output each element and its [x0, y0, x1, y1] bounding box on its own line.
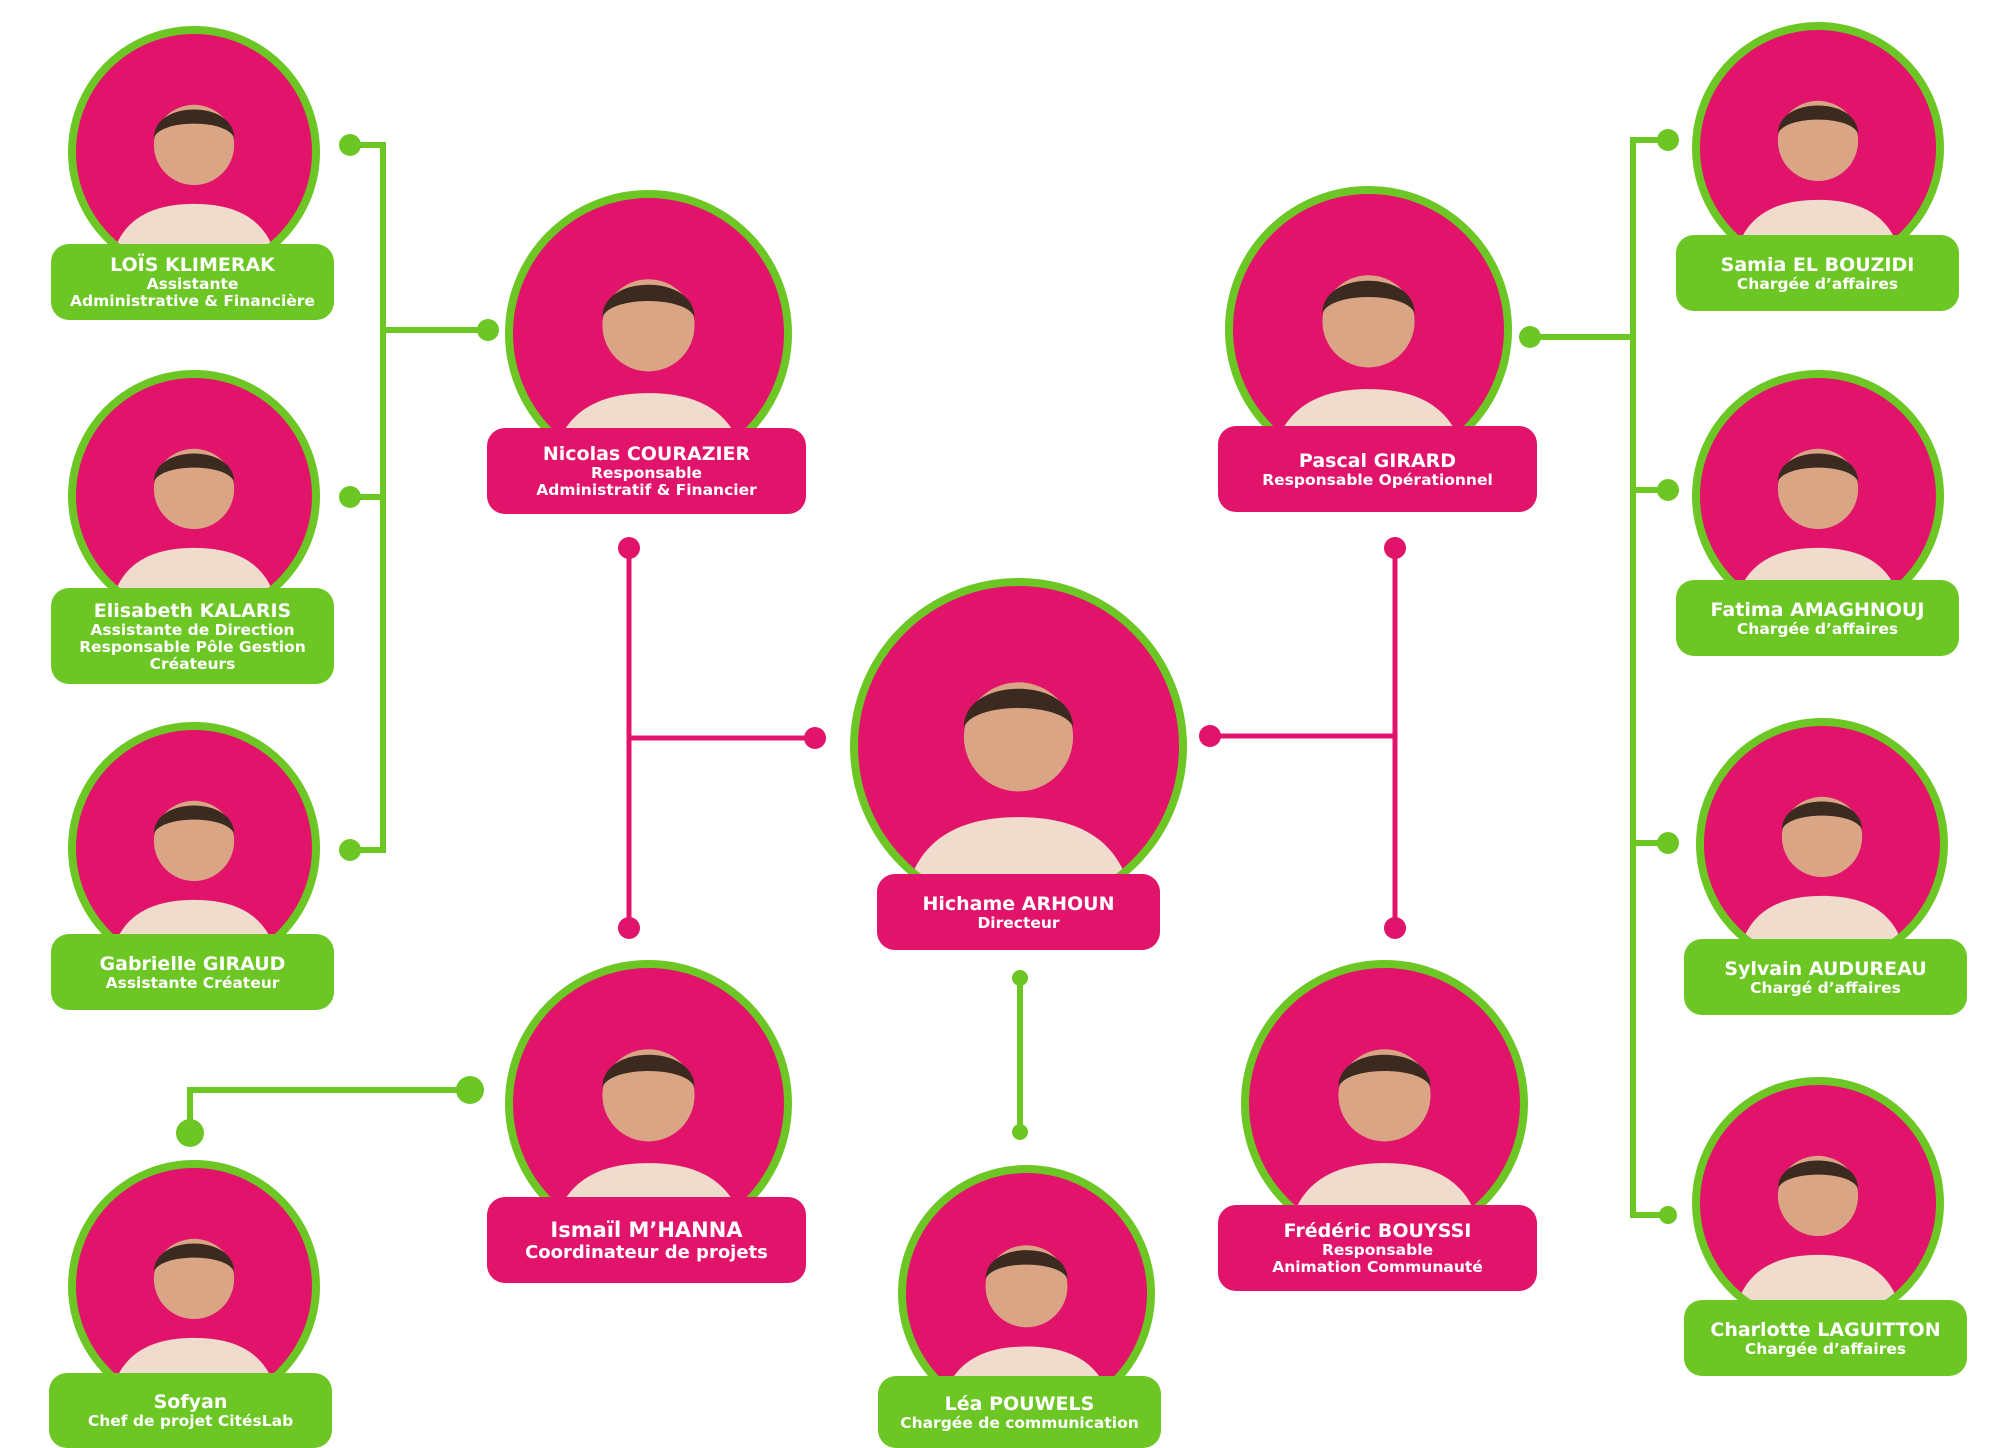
person-role: Créateurs — [149, 654, 236, 673]
person-role: Assistante — [146, 275, 239, 293]
person-icon — [1700, 1085, 1936, 1321]
person-role: Assistante de Direction — [90, 620, 295, 639]
person-role: Chargée d’affaires — [1736, 619, 1899, 638]
person-name: LOÏS KLIMERAK — [110, 254, 275, 276]
person-role: Chargée d’affaires — [1744, 1339, 1907, 1358]
pascal-photo — [1225, 186, 1512, 473]
person-role: Assistante Créateur — [105, 973, 280, 992]
gabrielle-label: Gabrielle GIRAUD Assistante Créateur — [51, 934, 334, 1010]
elisabeth-label: Elisabeth KALARIS Assistante de Directio… — [51, 588, 334, 684]
person-icon — [76, 730, 312, 966]
ismail-label: Ismaïl M’HANNA Coordinateur de projets — [487, 1197, 806, 1283]
person-icon — [76, 1168, 312, 1404]
person-name: Hichame ARHOUN — [922, 892, 1115, 915]
person-role: Animation Communauté — [1272, 1258, 1483, 1276]
person-role: Chargée d’affaires — [1736, 274, 1899, 293]
nicolas-label: Nicolas COURAZIER Responsable Administra… — [487, 428, 806, 514]
lea-label: Léa POUWELS Chargée de communication — [878, 1376, 1161, 1448]
person-role: Chargé d’affaires — [1750, 978, 1901, 997]
samia-label: Samia EL BOUZIDI Chargée d’affaires — [1676, 235, 1959, 311]
pascal-label: Pascal GIRARD Responsable Opérationnel — [1218, 426, 1537, 512]
sylvain-label: Sylvain AUDUREAU Chargé d’affaires — [1684, 939, 1967, 1015]
person-role: Coordinateur de projets — [525, 1242, 768, 1263]
person-role: Chef de projet CitésLab — [87, 1412, 294, 1430]
frederic-photo — [1241, 960, 1528, 1247]
lois-label: LOÏS KLIMERAK Assistante Administrative … — [51, 244, 334, 320]
person-icon — [1249, 968, 1520, 1239]
person-name: Charlotte LAGUITTON — [1710, 1318, 1941, 1341]
gabrielle-photo — [68, 722, 320, 974]
person-role: Responsable — [1321, 1241, 1434, 1259]
person-name: Ismaïl M’HANNA — [550, 1218, 743, 1242]
frederic-label: Frédéric BOUYSSI Responsable Animation C… — [1218, 1205, 1537, 1291]
sylvain-photo — [1696, 718, 1948, 970]
person-icon — [76, 34, 312, 270]
fatima-label: Fatima AMAGHNOUJ Chargée d’affaires — [1676, 580, 1959, 656]
hichame-label: Hichame ARHOUN Directeur — [877, 874, 1160, 950]
person-role: Chargée de communication — [900, 1413, 1139, 1432]
person-name: Sofyan — [153, 1391, 228, 1413]
person-icon — [1233, 194, 1504, 465]
person-role: Responsable Opérationnel — [1262, 470, 1493, 489]
person-icon — [1700, 378, 1936, 614]
person-icon — [76, 378, 312, 614]
hichame-photo — [850, 578, 1187, 915]
person-name: Sylvain AUDUREAU — [1724, 957, 1927, 980]
person-name: Elisabeth KALARIS — [93, 599, 292, 622]
person-name: Léa POUWELS — [944, 1392, 1095, 1415]
person-name: Pascal GIRARD — [1298, 449, 1457, 472]
person-name: Nicolas COURAZIER — [542, 443, 751, 465]
sofyan-label: Sofyan Chef de projet CitésLab — [49, 1373, 332, 1448]
person-role: Directeur — [977, 913, 1060, 932]
person-name: Fatima AMAGHNOUJ — [1710, 598, 1925, 621]
person-role: Administrative & Financière — [70, 292, 315, 310]
person-role: Responsable — [590, 464, 703, 482]
person-icon — [1704, 726, 1940, 962]
person-role: Responsable Pôle Gestion — [79, 637, 306, 656]
person-name: Samia EL BOUZIDI — [1720, 253, 1915, 276]
person-icon — [858, 586, 1179, 907]
person-name: Gabrielle GIRAUD — [99, 952, 286, 975]
lois-photo — [68, 26, 320, 278]
charlotte-label: Charlotte LAGUITTON Chargée d’affaires — [1684, 1300, 1967, 1376]
person-role: Administratif & Financier — [536, 481, 757, 499]
elisabeth-photo — [68, 370, 320, 622]
person-icon — [1700, 30, 1936, 266]
charlotte-photo — [1692, 1077, 1944, 1329]
person-name: Frédéric BOUYSSI — [1283, 1220, 1472, 1242]
